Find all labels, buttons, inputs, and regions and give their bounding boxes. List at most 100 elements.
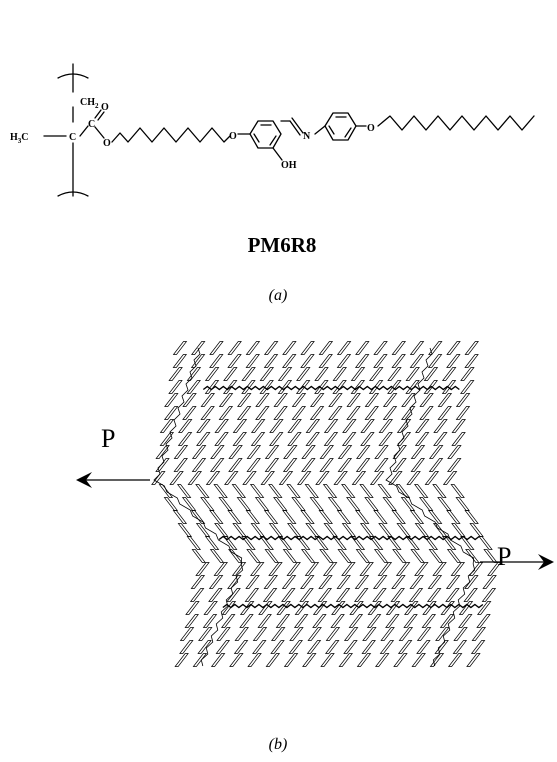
liquid-crystal-molecule <box>259 380 274 394</box>
liquid-crystal-molecule <box>322 562 338 576</box>
liquid-crystal-molecule <box>306 640 322 654</box>
liquid-crystal-molecule <box>445 588 460 602</box>
liquid-crystal-molecule <box>179 627 195 641</box>
liquid-crystal-molecule <box>305 432 320 446</box>
liquid-crystal-molecule <box>428 549 444 563</box>
liquid-crystal-molecule <box>305 419 321 433</box>
liquid-crystal-molecule <box>327 497 343 511</box>
liquid-crystal-molecule <box>281 575 297 589</box>
liquid-crystal-molecule <box>305 523 320 537</box>
ester-o-bond <box>94 126 105 139</box>
liquid-crystal-molecule <box>301 458 316 472</box>
liquid-crystal-molecule <box>244 588 260 602</box>
liquid-crystal-molecule <box>299 588 314 602</box>
liquid-crystal-molecule <box>245 510 261 524</box>
liquid-crystal-molecule <box>189 588 205 602</box>
liquid-crystal-molecule <box>355 341 370 355</box>
liquid-crystal-molecule <box>378 419 394 433</box>
liquid-crystal-molecule <box>336 354 352 368</box>
liquid-crystal-molecule <box>233 640 249 654</box>
liquid-crystal-molecule <box>387 367 402 381</box>
hexyl-spacer <box>111 127 231 143</box>
liquid-crystal-molecule <box>455 406 471 420</box>
liquid-crystal-molecule <box>172 510 188 524</box>
liquid-crystal-molecule <box>173 445 189 459</box>
liquid-crystal-molecule <box>445 575 461 589</box>
liquid-crystal-molecule <box>424 471 440 485</box>
liquid-crystal-molecule <box>246 458 261 472</box>
liquid-crystal-molecule <box>318 341 334 355</box>
liquid-crystal-molecule <box>271 627 286 641</box>
liquid-crystal-molecule <box>346 497 361 511</box>
liquid-crystal-molecule <box>410 549 425 563</box>
liquid-crystal-molecule <box>341 562 356 576</box>
liquid-crystal-molecule <box>426 588 442 602</box>
liquid-crystal-molecule <box>481 588 497 602</box>
liquid-crystal-molecule <box>209 458 225 472</box>
liquid-crystal-molecule <box>288 640 303 654</box>
liquid-crystal-molecule <box>360 432 375 446</box>
liquid-crystal-molecule <box>433 432 448 446</box>
liquid-crystal-molecule <box>348 614 364 628</box>
liquid-crystal-molecule <box>254 497 270 511</box>
liquid-crystal-molecule <box>302 653 317 667</box>
liquid-crystal-molecule <box>468 562 484 576</box>
liquid-crystal-molecule <box>368 380 384 394</box>
liquid-crystal-molecule <box>427 575 443 589</box>
liquid-crystal-molecule <box>242 471 257 485</box>
liquid-crystal-molecule <box>380 627 395 641</box>
liquid-crystal-molecule <box>168 380 183 394</box>
liquid-crystal-molecule <box>314 367 329 381</box>
liquid-crystal-molecule <box>263 354 279 368</box>
liquid-crystal-molecule <box>195 523 211 537</box>
liquid-crystal-molecule <box>307 627 322 641</box>
smectic-layer-boundary <box>222 603 484 609</box>
liquid-crystal-molecule <box>269 419 284 433</box>
liquid-crystal-molecule <box>333 471 348 485</box>
liquid-crystal-molecule <box>338 653 353 667</box>
liquid-crystal-molecule <box>403 614 418 628</box>
liquid-crystal-molecule <box>163 406 179 420</box>
liquid-crystal-molecule <box>328 406 343 420</box>
liquid-crystal-molecule <box>428 445 444 459</box>
liquid-crystal-molecule <box>405 367 420 381</box>
liquid-crystal-molecule <box>458 614 473 628</box>
liquid-crystal-molecule <box>366 614 382 628</box>
liquid-crystal-molecule <box>178 419 193 433</box>
liquid-crystal-molecule <box>396 432 412 446</box>
ring-a-double-3 <box>253 133 260 143</box>
imine-double-1 <box>289 120 301 136</box>
liquid-crystal-molecule <box>415 419 430 433</box>
liquid-crystal-molecule <box>200 497 215 511</box>
liquid-crystal-molecule <box>202 614 218 628</box>
liquid-crystal-molecule <box>374 445 389 459</box>
liquid-crystal-molecule <box>281 588 296 602</box>
liquid-crystal-molecule <box>408 588 424 602</box>
liquid-crystal-molecule <box>226 588 241 602</box>
liquid-crystal-molecule <box>392 549 407 563</box>
liquid-crystal-molecule <box>300 510 315 524</box>
liquid-crystal-molecule <box>409 575 424 589</box>
liquid-crystal-molecule <box>354 588 369 602</box>
liquid-crystal-molecule <box>373 510 388 524</box>
liquid-crystal-molecule <box>241 536 256 550</box>
liquid-crystal-molecule <box>437 497 452 511</box>
liquid-crystal-molecule <box>168 367 183 381</box>
liquid-crystal-molecule <box>382 406 398 420</box>
liquid-crystal-molecule <box>446 510 461 524</box>
liquid-crystal-molecule <box>350 380 366 394</box>
liquid-crystal-molecule <box>375 653 390 667</box>
liquid-crystal-molecule <box>231 484 247 498</box>
liquid-crystal-molecule <box>277 536 293 550</box>
chevron-right-edge <box>385 347 476 667</box>
liquid-crystal-molecule <box>469 523 484 537</box>
liquid-crystal-molecule <box>282 510 297 524</box>
liquid-crystal-molecule <box>441 367 457 381</box>
liquid-crystal-molecule <box>346 393 361 407</box>
liquid-crystal-molecule <box>203 601 218 615</box>
liquid-crystal-molecule <box>236 497 252 511</box>
liquid-crystal-molecule <box>409 341 425 355</box>
liquid-crystal-molecule <box>228 445 243 459</box>
liquid-crystal-molecule <box>250 432 266 446</box>
liquid-crystal-molecule <box>419 406 434 420</box>
